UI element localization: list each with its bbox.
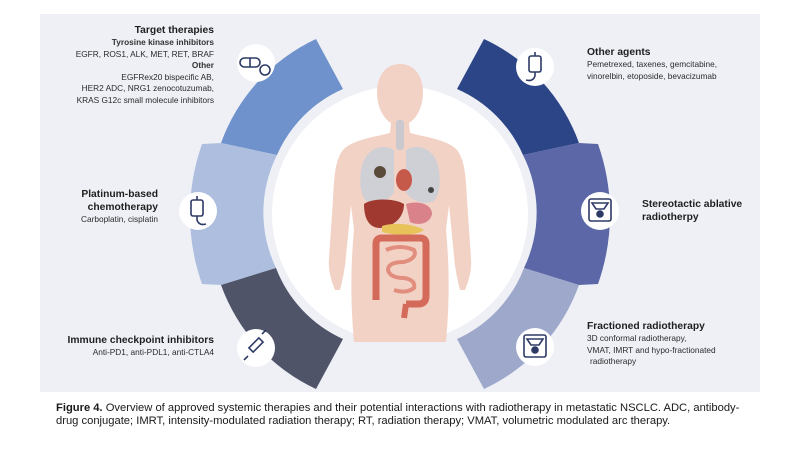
text-fractioned-2: VMAT, IMRT and hypo-fractionated	[587, 344, 716, 355]
radiation-machine-icon	[588, 198, 612, 222]
text-other-3: KRAS G12c small molecule inhibitors	[76, 94, 214, 105]
tumor-right	[428, 187, 434, 193]
subhead-other: Other	[191, 60, 214, 70]
text-tki-list: EGFR, ROS1, ALK, MET, RET, BRAF	[75, 48, 214, 59]
trachea	[396, 120, 404, 150]
icon-target	[237, 44, 275, 82]
label-immune: Immune checkpoint inhibitors Anti-PD1, a…	[42, 334, 214, 359]
icon-immune	[237, 329, 275, 367]
subhead-tki: Tyrosine kinase inhibitors	[111, 37, 214, 47]
tumor-left	[374, 166, 386, 178]
rectum	[401, 303, 409, 319]
heart	[396, 169, 412, 191]
heading-sabr-1: Stereotactic ablative	[642, 199, 743, 210]
segment-stereotactic-radiotherapy	[523, 143, 611, 285]
label-sabr: Stereotactic ablative radiotherpy	[642, 198, 758, 224]
heading-other-agents: Other agents	[587, 47, 651, 58]
label-other-agents: Other agents Pemetrexed, taxenes, gemcit…	[587, 46, 757, 82]
caption-label: Figure 4.	[56, 402, 103, 414]
ring-segments	[189, 39, 611, 389]
icon-circle	[237, 44, 275, 82]
text-other-2: HER2 ADC, NRG1 zenocotuzumab,	[81, 83, 214, 93]
figure-caption: Figure 4. Overview of approved systemic …	[56, 402, 756, 429]
icon-circle	[179, 192, 217, 230]
text-platinum: Carboplatin, cisplatin	[80, 214, 158, 224]
icon-circle	[516, 48, 554, 86]
pancreas	[382, 223, 424, 235]
text-fractioned-3: radiotherapy	[590, 356, 637, 366]
icon-circle	[237, 329, 275, 367]
heading-sabr-2: radiotherpy	[642, 212, 699, 223]
icon-fractioned	[516, 328, 554, 366]
liver	[364, 199, 404, 228]
iv-bag-icon	[190, 196, 207, 226]
stomach	[406, 202, 432, 224]
text-other-1: EGFRex20 bispecific AB,	[121, 71, 214, 82]
segment-target-therapies	[221, 39, 343, 155]
text-immune: Anti-PD1, anti-PDL1, anti-CTLA4	[92, 347, 214, 357]
segment-other-agents	[457, 39, 579, 155]
text-other-agents-1: Pemetrexed, taxenes, gemcitabine,	[587, 59, 718, 69]
iv-bag-icon	[525, 52, 542, 82]
heading-platinum-1: Platinum-based	[81, 189, 158, 200]
human-body-illustration	[328, 64, 472, 342]
label-target-therapies: Target therapies Tyrosine kinase inhibit…	[42, 24, 214, 106]
segment-fractioned-radiotherapy	[457, 268, 579, 389]
label-platinum: Platinum-based chemotherapy Carboplatin,…	[42, 188, 158, 226]
text-fractioned-1: 3D conformal radiotherapy,	[587, 333, 687, 343]
icon-platinum	[179, 192, 217, 230]
syringe-icon	[243, 329, 267, 361]
small-intestine	[385, 245, 417, 294]
label-fractioned: Fractioned radiotherapy 3D conformal rad…	[587, 320, 757, 368]
segment-immune-checkpoint	[221, 268, 343, 389]
text-other-agents-2: vinorelbin, etoposide, bevacizumab	[587, 70, 717, 81]
icon-other-agents	[516, 48, 554, 86]
pill-capsule-icon	[239, 57, 271, 76]
radiation-machine-icon	[523, 334, 547, 358]
heading-immune: Immune checkpoint inhibitors	[67, 335, 214, 346]
heading-platinum-2: chemotherapy	[87, 202, 158, 213]
segment-platinum-chemotherapy	[189, 143, 277, 285]
large-intestine	[372, 234, 430, 308]
caption-text: Overview of approved systemic therapies …	[56, 402, 740, 428]
heading-target: Target therapies	[134, 25, 214, 36]
icon-sabr	[581, 192, 619, 230]
heading-fractioned: Fractioned radiotherapy	[587, 321, 705, 332]
